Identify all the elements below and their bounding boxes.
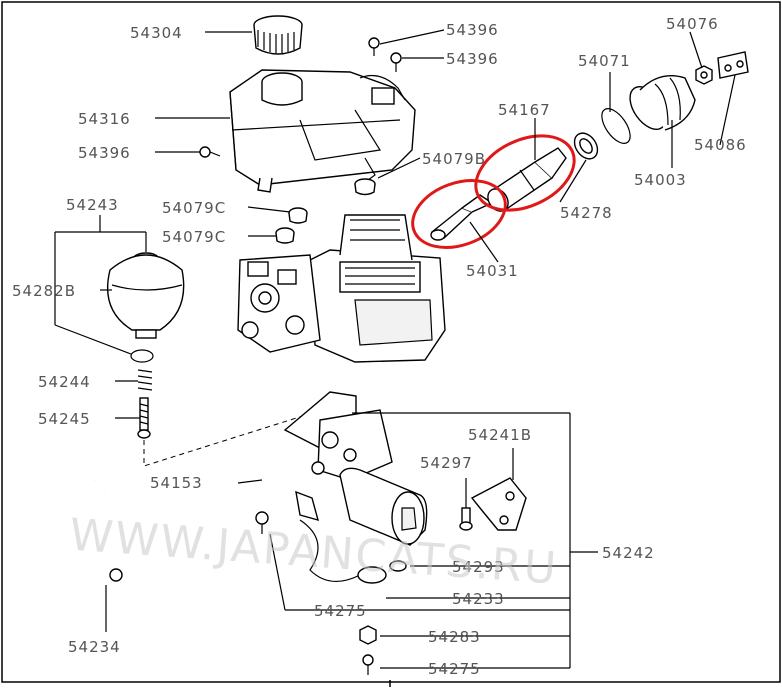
- label-54242: 54242: [602, 544, 655, 562]
- piston-54167: [487, 147, 567, 212]
- label-54086: 54086: [694, 136, 747, 154]
- label-54282b: 54282B: [12, 282, 76, 300]
- grommet-54079c-b: [275, 227, 295, 244]
- label-54003: 54003: [634, 171, 687, 189]
- label-54304: 54304: [130, 24, 183, 42]
- label-54275-b: 54275: [428, 660, 481, 678]
- screw-54396-c: [199, 146, 221, 158]
- bolt-54275-a: [255, 511, 269, 534]
- label-54079c-b: 54079C: [162, 228, 226, 246]
- pump-motor-assembly: [283, 391, 428, 546]
- label-54297: 54297: [420, 454, 473, 472]
- grommet-54079c-a: [288, 207, 308, 224]
- label-54153: 54153: [150, 474, 203, 492]
- label-54234: 54234: [68, 638, 121, 656]
- pipe-54233: [299, 519, 387, 584]
- label-54244: 54244: [38, 373, 91, 391]
- screw-54396-b: [390, 52, 402, 72]
- highlight-ring-upper: [474, 134, 576, 212]
- hose-54153: [237, 441, 295, 500]
- snap-ring-54071: [601, 108, 631, 144]
- label-54031: 54031: [466, 262, 519, 280]
- label-54079b: 54079B: [422, 150, 486, 168]
- bolt-54245: [137, 397, 151, 439]
- label-54293: 54293: [452, 558, 505, 576]
- bolt-54275-b: [362, 654, 374, 675]
- piston-54031: [430, 194, 494, 241]
- part-labels: 54304 54396 54396 54076 54071 54316 5416…: [12, 15, 747, 678]
- label-54275-a: 54275: [314, 602, 367, 620]
- label-54241b: 54241B: [468, 426, 532, 444]
- pipe-54234: [87, 479, 171, 612]
- label-54245: 54245: [38, 410, 91, 428]
- label-54316: 54316: [78, 110, 131, 128]
- clevis-54086: [717, 51, 749, 79]
- label-54396-a: 54396: [446, 21, 499, 39]
- seal-54278: [573, 132, 599, 160]
- highlight-ring-lower: [411, 179, 507, 249]
- label-54396-b: 54396: [446, 50, 499, 68]
- label-54071: 54071: [578, 52, 631, 70]
- bracket-54241b: [470, 477, 527, 531]
- accumulator-sphere: [106, 252, 185, 339]
- grommet-54079b: [354, 178, 376, 196]
- reservoir-cap: [253, 15, 303, 55]
- spring-54244: [137, 369, 153, 391]
- boot-54003: [629, 75, 696, 131]
- brake-booster-assembly: [237, 214, 446, 363]
- bolt-54297: [459, 507, 473, 531]
- label-54278: 54278: [560, 204, 613, 222]
- label-54243: 54243: [66, 196, 119, 214]
- nut-54076: [695, 65, 713, 85]
- leader-lines: [54, 29, 736, 669]
- nut-54283: [359, 625, 377, 645]
- dashed-leader-1: [143, 403, 341, 467]
- o-ring-54243: [130, 349, 154, 363]
- fluid-reservoir: [229, 69, 416, 193]
- watermark: WWW.JAPANCATS.RU: [68, 510, 560, 595]
- label-54167: 54167: [498, 101, 551, 119]
- label-54076: 54076: [666, 15, 719, 33]
- label-54079c-a: 54079C: [162, 199, 226, 217]
- screw-54396-a: [368, 37, 380, 56]
- label-54233: 54233: [452, 590, 505, 608]
- label-54283: 54283: [428, 628, 481, 646]
- label-54396-c: 54396: [78, 144, 131, 162]
- bolt-54293: [389, 560, 407, 572]
